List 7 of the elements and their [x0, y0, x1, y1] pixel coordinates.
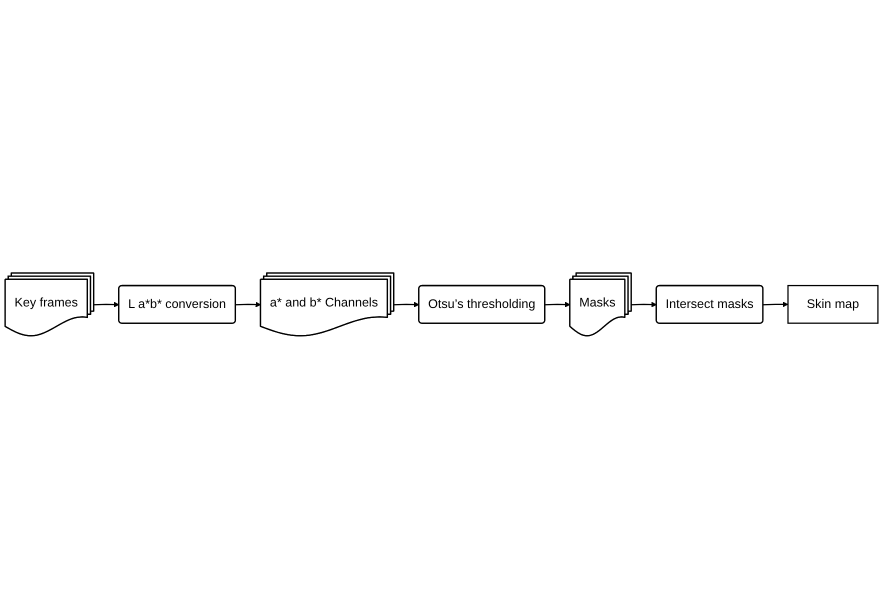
arrow	[631, 301, 657, 307]
arrow	[236, 301, 262, 307]
arrow	[545, 301, 570, 307]
arrow	[394, 301, 420, 307]
node-box: Skin map	[787, 284, 879, 324]
arrow	[94, 301, 120, 307]
arrow	[763, 301, 788, 307]
